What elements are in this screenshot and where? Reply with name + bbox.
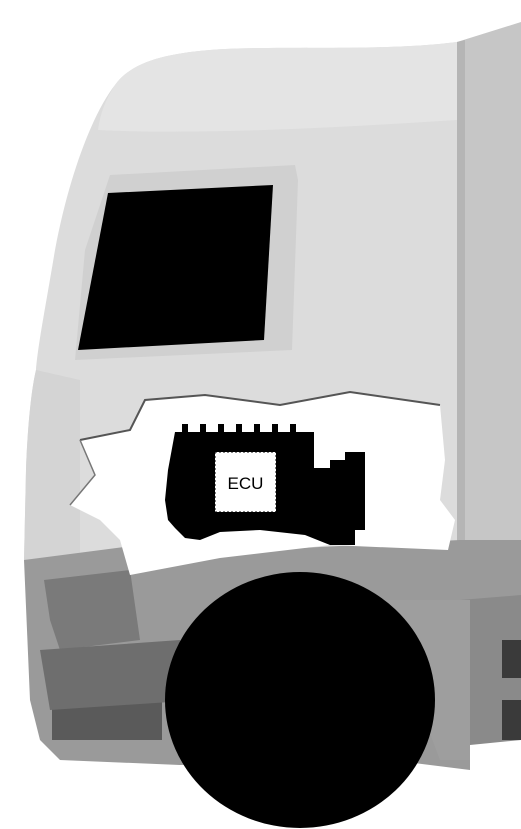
step-slot-top bbox=[502, 640, 521, 678]
ecu-label: ECU bbox=[228, 474, 264, 493]
bumper-lower bbox=[44, 570, 140, 650]
trailer-body bbox=[457, 22, 521, 610]
cab-window bbox=[78, 185, 273, 350]
step-slot-bottom bbox=[502, 700, 521, 740]
wheel bbox=[165, 572, 435, 828]
cab-front-shade bbox=[24, 370, 80, 560]
trailer-front bbox=[457, 40, 465, 606]
